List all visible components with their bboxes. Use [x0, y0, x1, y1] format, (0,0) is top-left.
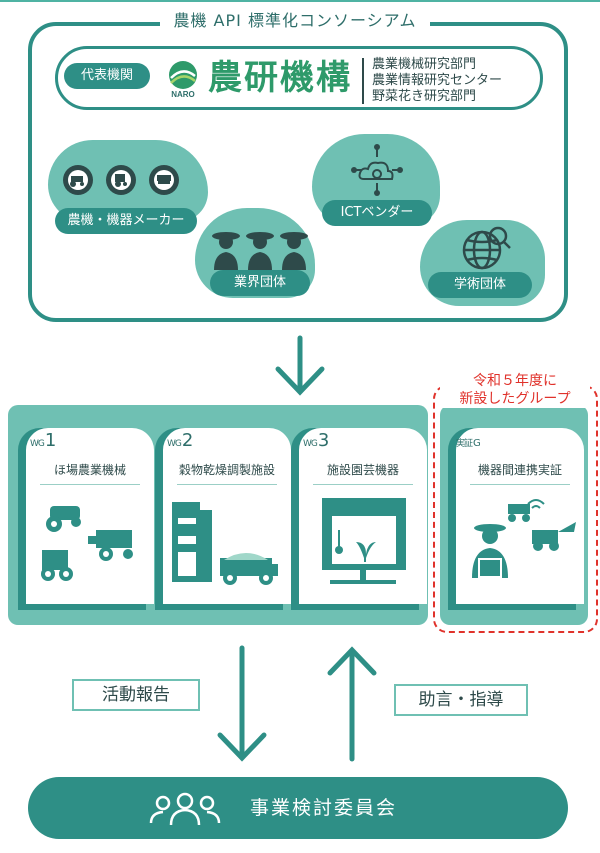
- wg1-prefix: WG: [30, 439, 45, 449]
- activity-report-tag: 活動報告: [72, 679, 200, 711]
- wg4-title: 機器間連携実証: [477, 463, 562, 477]
- industry-label: 業界団体: [210, 270, 310, 296]
- naro-divider: [362, 58, 364, 104]
- new-group-frame: [433, 385, 598, 633]
- dept-3: 野菜花き研究部門: [372, 89, 477, 104]
- people-group-icon: [149, 792, 221, 826]
- naro-logo-icon: NARO: [169, 61, 197, 98]
- manufacturer-label: 農機・機器メーカー: [55, 208, 197, 234]
- wg1-number: 1: [44, 430, 57, 451]
- advice-guidance-tag: 助言・指導: [394, 684, 528, 716]
- top-divider: [0, 0, 600, 2]
- wg4-number: G: [473, 438, 481, 449]
- greenhouse-equipment-icon: [322, 498, 406, 584]
- globe-magnifier-icon: [462, 226, 511, 270]
- field-demo-icon: [472, 499, 576, 578]
- academic-label: 学術団体: [428, 272, 532, 298]
- new-group-line1: 令和５年度に: [473, 373, 557, 389]
- ict-label: ICTベンダー: [322, 200, 432, 226]
- committee-bar: [28, 777, 568, 839]
- grain-dryer-icon: [172, 502, 278, 585]
- report-down-arrow-icon: [217, 645, 267, 762]
- wg2-prefix: WG: [167, 439, 182, 449]
- wg3-prefix: WG: [303, 439, 318, 449]
- wg1-title: ほ場農業機械: [53, 463, 126, 477]
- farmers-icon: [212, 232, 308, 270]
- wg3-title: 施設園芸機器: [326, 463, 399, 477]
- wg2-title: 穀物乾燥調製施設: [178, 463, 275, 477]
- cloud-network-icon: [351, 144, 403, 196]
- committee-name: 事業検討委員会: [250, 797, 398, 819]
- farm-machinery-icon: [41, 506, 133, 581]
- representative-label: 代表機関: [64, 63, 150, 89]
- new-group-line2: 新設したグループ: [459, 391, 571, 407]
- naro-name: 農研機構: [208, 58, 352, 98]
- wg2-number: 2: [181, 430, 194, 451]
- dept-1: 農業機械研究部門: [372, 57, 477, 72]
- naro-logo-text: NARO: [171, 90, 195, 98]
- down-arrow-icon: [275, 335, 325, 396]
- wg4-prefix: 実証: [456, 439, 473, 449]
- consortium-title: 農機 API 標準化コンソーシアム: [160, 8, 430, 34]
- tractor-gear-icons: [63, 165, 179, 195]
- wg3-number: 3: [317, 430, 330, 451]
- advice-up-arrow-icon: [327, 646, 377, 762]
- dept-2: 農業情報研究センター: [372, 73, 503, 88]
- new-group-label: 令和５年度に 新設したグループ: [440, 372, 590, 408]
